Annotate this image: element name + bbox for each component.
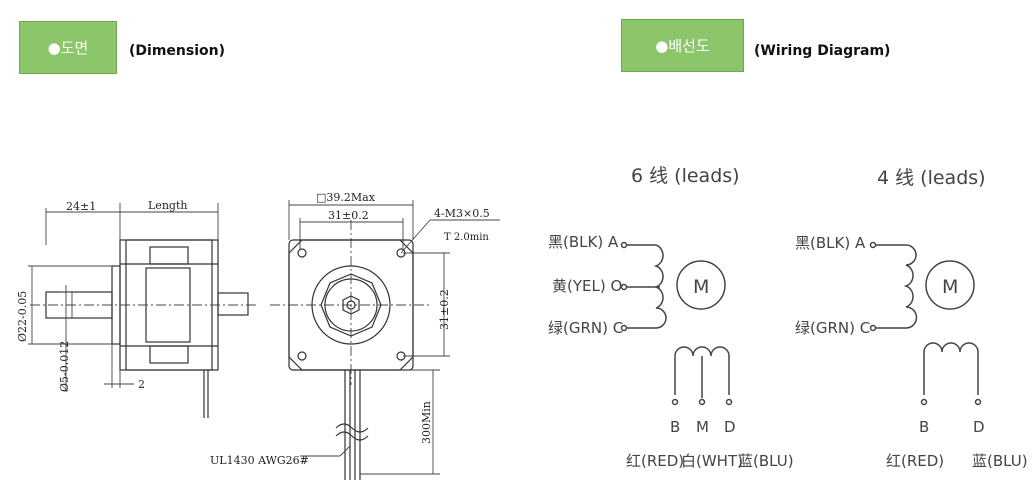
dim-31: 31±0.2 [328,209,369,222]
wiring-tag: ●배선도 [621,19,744,72]
side-view: 24±1 Length Ø22-0.05 Ø5-0.012 [16,199,258,418]
wiring-4-leads: 4 线 (leads) 黑(BLK) A 绿(GRN) C M B D 红(RE… [795,167,1028,470]
four-color-red: 红(RED) [886,452,944,470]
six-title: 6 线 (leads) [631,165,740,187]
six-motor: M [693,276,709,298]
six-color-red: 红(RED) [626,452,684,470]
six-color-wht: 白(WHT) [681,452,743,470]
six-color-blu: 蓝(BLU) [738,452,794,470]
six-lead-o: 黄(YEL) O [552,277,622,295]
dim-dia5: Ø5-0.012 [58,341,71,392]
cable-label: UL1430 AWG26# [210,454,309,467]
dim-square: □39.2Max [316,191,376,204]
four-motor: M [942,276,958,298]
dim-length: Length [148,199,187,212]
six-letter-d: D [724,418,736,436]
dim-31-vert: 31±0.2 [438,289,451,330]
four-letter-d: D [973,418,985,436]
six-lead-a: 黑(BLK) A [548,233,619,251]
six-letter-m: M [696,418,709,436]
dimension-label: (Dimension) [129,43,225,59]
four-lead-a: 黑(BLK) A [795,234,866,252]
wiring-6-leads: 6 线 (leads) 黑(BLK) A 黄(YEL) O 绿(GRN) C M… [548,165,794,470]
wiring-tag-text: ●배선도 [655,37,710,55]
dim-2: 2 [138,378,145,391]
dimension-tag: ●도면 [19,21,117,74]
wiring-label: (Wiring Diagram) [754,43,891,59]
four-title: 4 线 (leads) [877,167,986,189]
dimension-tag-text: ●도면 [47,39,89,57]
dim-24: 24±1 [66,200,96,213]
dim-300: 300Min [420,401,433,444]
front-view: □39.2Max 31±0.2 4-M3×0.5 T 2.0min 31±0 [210,191,500,480]
dim-depth: T 2.0min [444,232,489,243]
four-letter-b: B [919,418,929,436]
six-letter-b: B [670,418,680,436]
dim-holes: 4-M3×0.5 [434,207,490,220]
six-lead-c: 绿(GRN) C [548,319,623,337]
four-lead-c: 绿(GRN) C [795,319,870,337]
four-color-blu: 蓝(BLU) [972,452,1028,470]
dim-dia22: Ø22-0.05 [16,291,29,342]
